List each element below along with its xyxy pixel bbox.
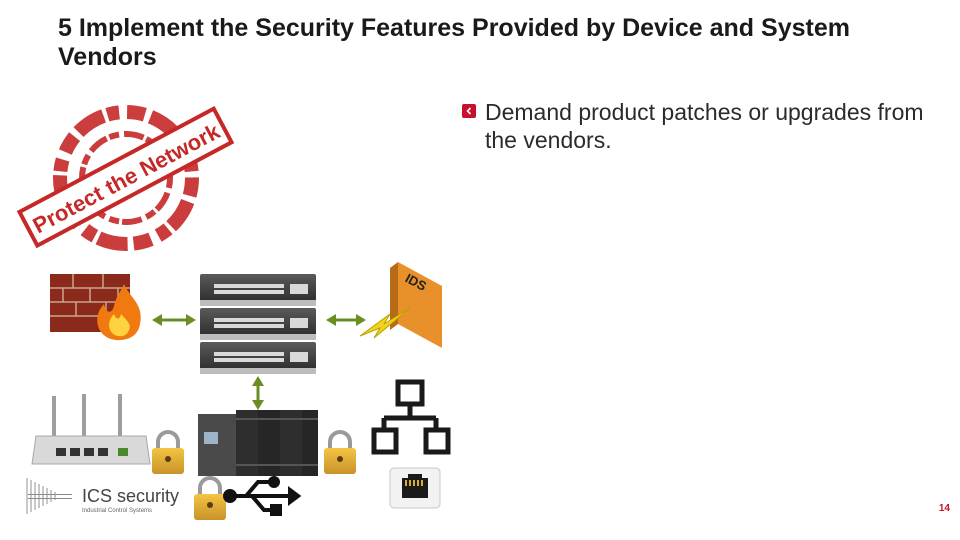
ics-security-logo: ICS security Industrial Control Systems	[24, 474, 184, 520]
usb-icon	[223, 476, 302, 516]
bullet-item: Demand product patches or upgrades from …	[462, 98, 952, 154]
bullet-list: Demand product patches or upgrades from …	[462, 98, 952, 154]
logo-mark-icon	[26, 478, 72, 514]
ids-icon: IDS	[359, 262, 442, 348]
firewall-icon	[50, 274, 141, 341]
padlock-icon	[152, 430, 184, 474]
network-switch-icon	[200, 274, 316, 374]
bullet-marker-icon	[462, 104, 476, 118]
link-arrow	[152, 314, 196, 326]
page-number: 14	[938, 503, 950, 514]
padlock-icon	[194, 476, 226, 520]
network-topology-icon	[371, 379, 451, 455]
plc-controller-icon	[198, 410, 318, 476]
logo-subtitle: Industrial Control Systems	[82, 508, 153, 514]
network-diagram: IDS	[31, 262, 451, 520]
ethernet-port-icon	[389, 467, 441, 509]
slide-title: 5 Implement the Security Features Provid…	[58, 14, 850, 71]
link-arrow	[326, 314, 366, 326]
wireless-router-icon	[31, 394, 151, 465]
link-arrow	[252, 376, 264, 410]
padlock-icon	[324, 430, 356, 474]
logo-name: ICS security	[82, 486, 180, 506]
bullet-text: Demand product patches or upgrades from …	[485, 99, 924, 153]
protect-network-stamp: Protect the Network	[16, 105, 235, 251]
